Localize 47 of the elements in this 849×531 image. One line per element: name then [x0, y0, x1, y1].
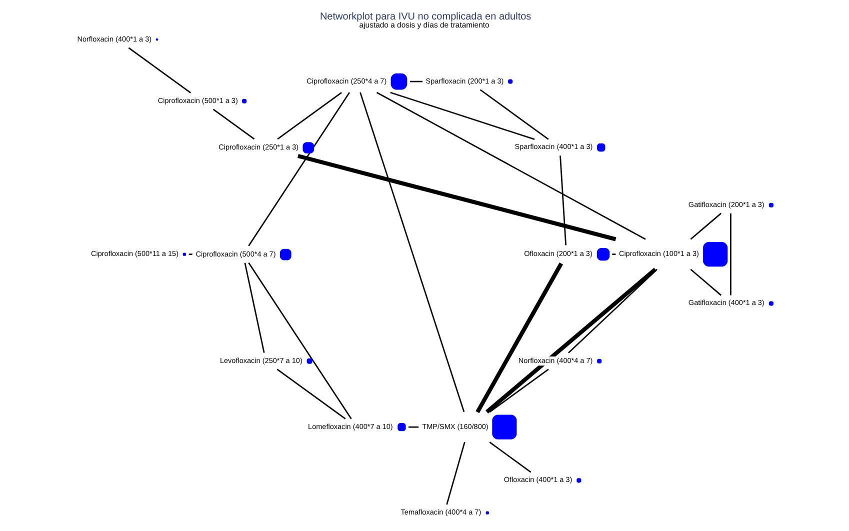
connector [248, 262, 352, 420]
connector [408, 426, 418, 428]
connector [690, 268, 722, 296]
node-label: Ciprofloxacin (500*11 a 15) [90, 249, 178, 258]
connector [128, 47, 191, 94]
connector [212, 108, 254, 140]
connector [730, 213, 731, 296]
connector [446, 442, 465, 505]
connector [248, 92, 350, 246]
caption: ajustado a dosis y días de tratamiento [358, 20, 489, 30]
connector [488, 442, 531, 473]
node-label: Ciprofloxacin (500*1 a 3) [157, 96, 238, 105]
node-label: Norfloxacin (400*1 a 3) [76, 34, 152, 44]
connector [276, 92, 342, 140]
connector [568, 268, 657, 354]
diagram-title: Networkplot para IVU no complicada en adultos [319, 11, 531, 22]
node-label: Ciprofloxacin (250*4 a 7) [306, 76, 386, 86]
node-label: Gatifloxacin (200*1 a 3) [688, 200, 764, 209]
connector [475, 262, 563, 414]
connector [559, 156, 566, 246]
node-label: TMP/SMX (160/800) [422, 422, 488, 431]
connector [612, 254, 616, 255]
node-label: Levofloxacin (250*7 a 10) [219, 356, 302, 365]
connector [188, 254, 192, 255]
connector [485, 268, 656, 414]
node-box [492, 414, 516, 440]
node-box [702, 242, 728, 267]
connector [488, 368, 548, 413]
node-label: Gatifloxacin (400*1 a 3) [688, 298, 764, 308]
connector [376, 92, 646, 240]
connector [479, 89, 548, 140]
node-label: Ofloxacin (400*1 a 3) [503, 475, 572, 484]
connector [359, 92, 464, 412]
node-label: Ofloxacin (200*1 a 3) [524, 249, 592, 258]
node-label: Lomefloxacin (400*7 a 10) [308, 422, 392, 431]
connector [276, 368, 346, 420]
node-label: Sparfloxacin (400*1 a 3) [514, 142, 592, 152]
node-label: Ciprofloxacin (500*4 a 7) [195, 249, 276, 258]
connector [244, 262, 264, 353]
connector [390, 92, 534, 140]
node-label: Ciprofloxacin (250*1 a 3) [218, 142, 298, 152]
connector [690, 212, 722, 240]
node-label: Sparfloxacin (200*1 a 3) [425, 76, 504, 86]
connector [296, 154, 616, 242]
connector [410, 80, 422, 82]
node-label: Ciprofloxacin (100*1 a 3) [618, 249, 698, 258]
node-label: Temafloxacin (400*4 a 7) [400, 508, 481, 517]
